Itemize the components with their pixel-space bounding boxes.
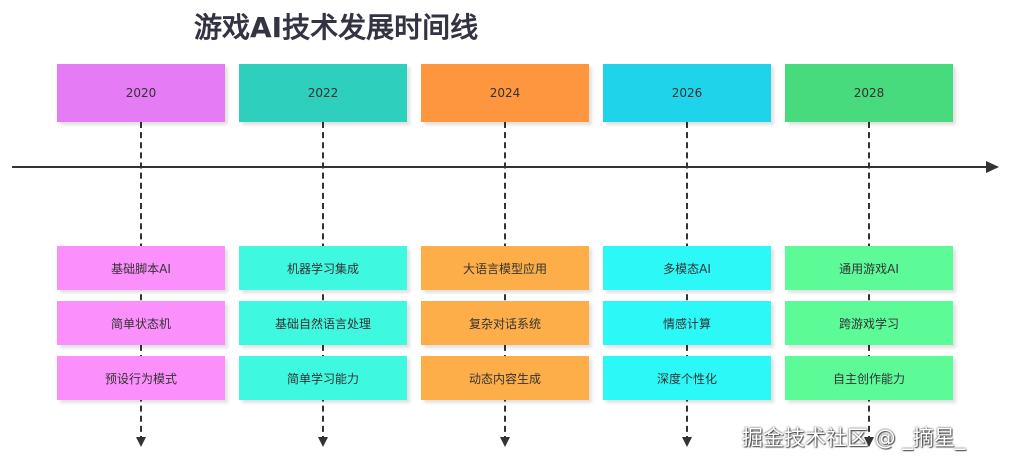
milestone-box: 机器学习集成: [239, 246, 407, 290]
milestone-box: 多模态AI: [603, 246, 771, 290]
watermark-text: 掘金技术社区 @ _摘星_: [742, 426, 966, 450]
milestone-box: 复杂对话系统: [421, 301, 589, 345]
period-arrowhead: [136, 437, 146, 447]
milestone-box: 大语言模型应用: [421, 246, 589, 290]
milestone-box: 通用游戏AI: [785, 246, 953, 290]
timeline-column-2026: 2026 多模态AI 情感计算 深度个性化: [603, 0, 771, 466]
period-header: 2020: [57, 64, 225, 122]
period-arrowhead: [500, 437, 510, 447]
period-arrowhead: [864, 437, 874, 447]
timeline-arrowhead: [986, 161, 999, 173]
timeline-column-2020: 2020 基础脚本AI 简单状态机 预设行为模式: [57, 0, 225, 466]
timeline-axis: [12, 166, 988, 168]
milestone-box: 预设行为模式: [57, 356, 225, 400]
timeline-column-2024: 2024 大语言模型应用 复杂对话系统 动态内容生成: [421, 0, 589, 466]
period-arrowhead: [318, 437, 328, 447]
milestone-box: 基础自然语言处理: [239, 301, 407, 345]
milestone-box: 基础脚本AI: [57, 246, 225, 290]
milestone-box: 情感计算: [603, 301, 771, 345]
diagram-title: 游戏AI技术发展时间线: [194, 11, 479, 44]
milestone-box: 简单学习能力: [239, 356, 407, 400]
period-header: 2022: [239, 64, 407, 122]
milestone-box: 深度个性化: [603, 356, 771, 400]
milestone-box: 自主创作能力: [785, 356, 953, 400]
period-header: 2026: [603, 64, 771, 122]
timeline-column-2028: 2028 通用游戏AI 跨游戏学习 自主创作能力: [785, 0, 953, 466]
period-header: 2028: [785, 64, 953, 122]
period-arrowhead: [682, 437, 692, 447]
timeline-column-2022: 2022 机器学习集成 基础自然语言处理 简单学习能力: [239, 0, 407, 466]
milestone-box: 动态内容生成: [421, 356, 589, 400]
milestone-box: 简单状态机: [57, 301, 225, 345]
milestone-box: 跨游戏学习: [785, 301, 953, 345]
period-header: 2024: [421, 64, 589, 122]
